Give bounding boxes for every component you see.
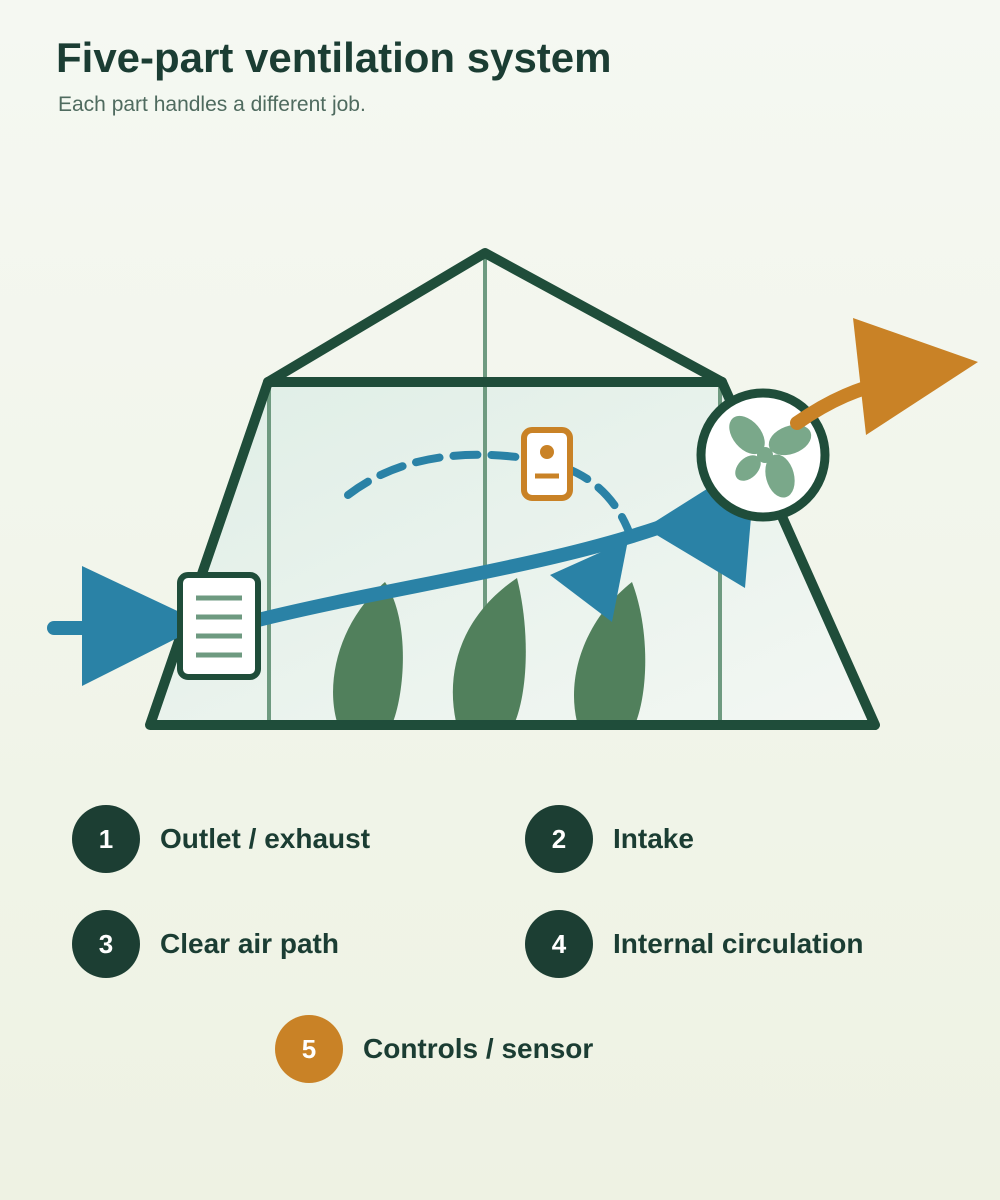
sensor-icon — [521, 427, 573, 501]
legend-label: Clear air path — [160, 928, 339, 959]
circulation-arrowhead — [550, 540, 628, 622]
page-title: Five-part ventilation system — [56, 34, 612, 81]
legend-item-controls: 5 Controls / sensor — [275, 1015, 593, 1083]
plant-icon — [333, 578, 646, 722]
legend-badge: 1 — [72, 805, 140, 873]
plant-right — [573, 582, 646, 722]
exhaust-arrowhead — [853, 318, 978, 435]
legend-label: Internal circulation — [613, 928, 864, 959]
legend-item-air-path: 3 Clear air path — [72, 910, 339, 978]
legend-badge: 3 — [72, 910, 140, 978]
greenhouse-glass — [150, 382, 875, 725]
legend-label: Intake — [613, 823, 694, 854]
page-subtitle: Each part handles a different job. — [58, 93, 366, 116]
vent-grille-icon — [177, 572, 261, 680]
legend-label: Controls / sensor — [363, 1033, 594, 1064]
legend-badge: 4 — [525, 910, 593, 978]
plant-center — [452, 578, 526, 722]
intake-arrowhead — [82, 566, 205, 686]
legend-badge: 5 — [275, 1015, 343, 1083]
legend-item-intake: 2 Intake — [525, 805, 694, 873]
plant-left — [333, 582, 403, 722]
legend-badge: 2 — [525, 805, 593, 873]
legend-item-outlet: 1 Outlet / exhaust — [72, 805, 370, 873]
legend-label: Outlet / exhaust — [160, 823, 371, 854]
clear-air-path — [251, 513, 687, 627]
legend-item-circulation: 4 Internal circulation — [525, 910, 864, 978]
internal-circulation-path — [344, 450, 636, 544]
